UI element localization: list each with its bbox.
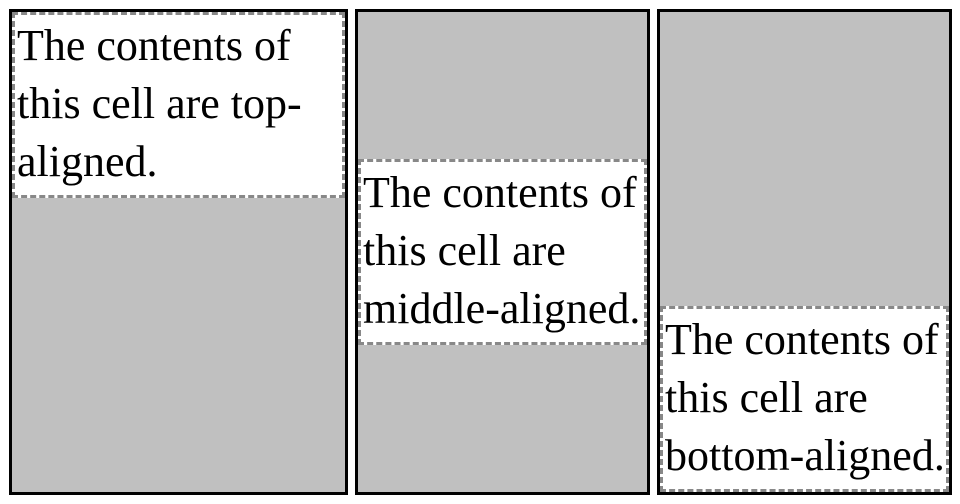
middle-aligned-cell: The contents of this cell are middle-ali…: [355, 9, 650, 495]
cell-content-middle: The contents of this cell are middle-ali…: [358, 159, 647, 345]
cell-content-top: The contents of this cell are top-aligne…: [12, 12, 345, 198]
cell-content-bottom: The contents of this cell are bottom-ali…: [660, 306, 949, 492]
top-aligned-cell: The contents of this cell are top-aligne…: [9, 9, 348, 495]
bottom-aligned-cell: The contents of this cell are bottom-ali…: [657, 9, 952, 495]
